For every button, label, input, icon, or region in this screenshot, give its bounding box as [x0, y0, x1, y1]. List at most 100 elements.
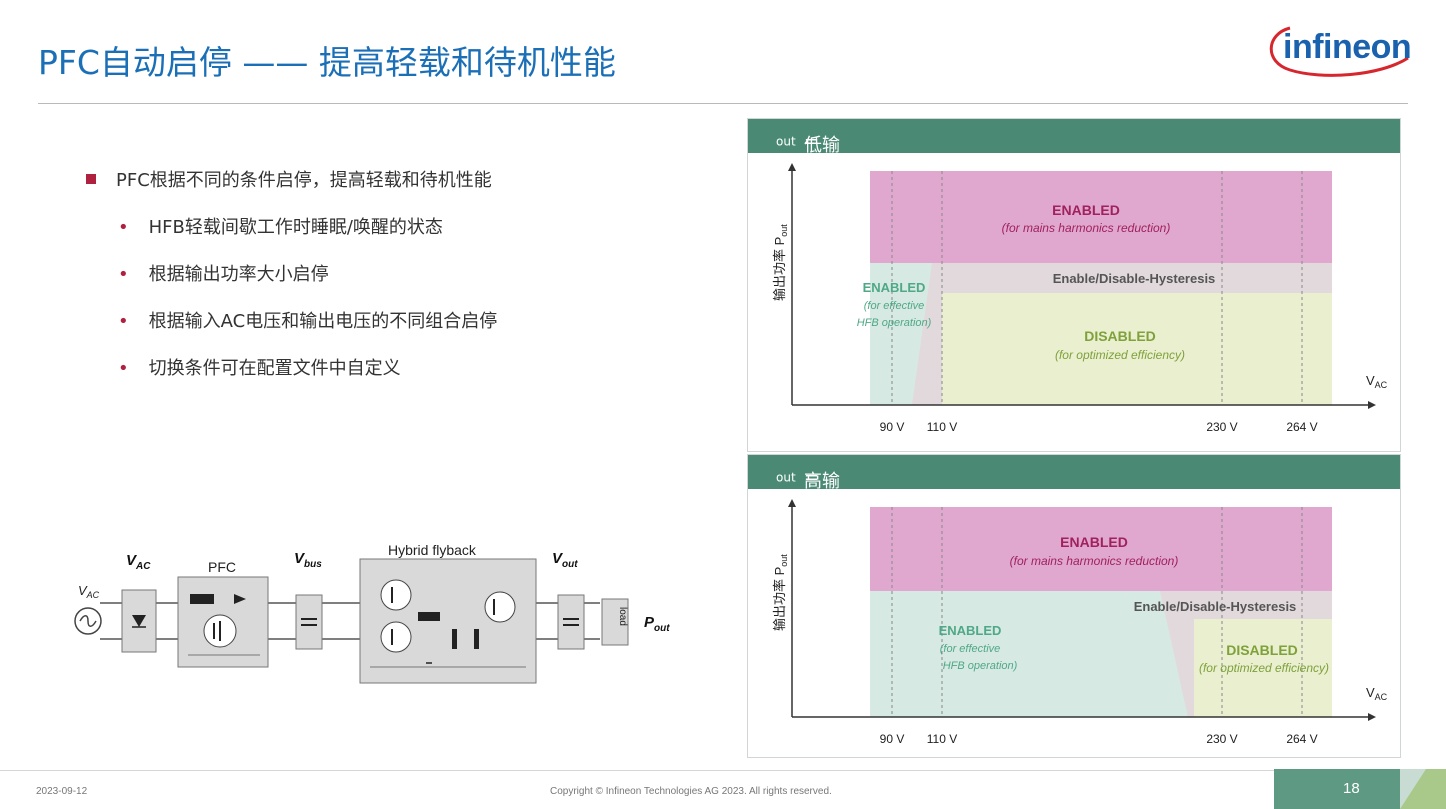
chart-header-prefix: 高输出电压时 (如：V — [804, 471, 848, 592]
hybrid-flyback-label: Hybrid flyback — [388, 542, 477, 558]
page-title: PFC自动启停 —— 提高轻载和待机性能 — [38, 43, 616, 82]
tick-label: 90 V — [880, 420, 905, 434]
region-hysteresis-slope — [912, 263, 942, 405]
chart-header-suffix: = 28.0 V) — [804, 467, 845, 530]
hybrid-flyback-block — [359, 558, 537, 684]
chart-panel-low-vout: 低输出电压时(如：V out = 5.0 V) ENABLED (for main… — [747, 118, 1401, 452]
page-number: 18 — [1343, 780, 1360, 797]
v-bus-label: V — [294, 550, 306, 567]
label-enabled-left-note2: HFB operation) — [943, 660, 1018, 672]
title-divider — [38, 103, 1408, 104]
label-enabled-left-note2: HFB operation) — [857, 317, 932, 329]
bullet-sub-text: HFB轻载间歇工作时睡眠/唤醒的状态 — [148, 217, 443, 238]
tick-label: 110 V — [927, 732, 957, 746]
y-axis-label: 输出功率 P — [772, 237, 787, 301]
y-axis-sub: out — [779, 224, 789, 237]
v-out-label: V — [552, 550, 564, 567]
footer-divider — [0, 770, 1446, 771]
footer-corner-shape — [1274, 769, 1446, 809]
system-block-diagram: VAC VAC PFC Vbus Hybrid flyback Vout loa… — [74, 542, 670, 684]
v-ac-sub: AC — [135, 561, 151, 572]
label-hysteresis: Enable/Disable-Hysteresis — [1053, 271, 1216, 286]
label-enabled-top-note: (for mains harmonics reduction) — [1002, 221, 1171, 235]
label-disabled: DISABLED — [1226, 642, 1298, 658]
region-hysteresis — [942, 263, 1332, 293]
svg-text:VAC: VAC — [1366, 685, 1388, 702]
tick-label: 264 V — [1286, 732, 1317, 746]
bullet-main: PFC根据不同的条件启停，提高轻载和待机性能 — [86, 166, 492, 192]
y-axis-sub: out — [779, 554, 789, 567]
ac-source — [74, 607, 102, 635]
svg-text:Pout: Pout — [644, 614, 670, 634]
y-axis-label: 输出功率 P — [772, 567, 787, 631]
svg-text:VAC: VAC — [1366, 373, 1388, 390]
load-label: load — [617, 607, 628, 626]
v-ac-label: V — [126, 552, 138, 569]
region-enabled-hfb — [870, 591, 1194, 717]
svg-text:Vbus: Vbus — [294, 550, 322, 570]
label-enabled-left-note1: (for effective — [864, 300, 925, 312]
label-enabled-top-note: (for mains harmonics reduction) — [1010, 554, 1179, 568]
dot-icon: • — [118, 264, 129, 285]
footer-copyright: Copyright © Infineon Technologies AG 202… — [550, 786, 832, 797]
chart-header-prefix: 低输出电压时(如：V — [804, 135, 848, 256]
region-hysteresis-slope — [1160, 591, 1194, 717]
infineon-logo — [1269, 26, 1409, 77]
chart-panel-high-vout: 高输出电压时 (如：V out = 28.0 V) ENABLED (for ma… — [747, 454, 1401, 758]
chart-header-suffix: = 5.0 V) — [804, 131, 833, 194]
svg-text:输出功率 Pout: 输出功率 Pout — [772, 224, 789, 301]
vac-src-label: V — [78, 583, 88, 598]
pout-sub: out — [654, 623, 670, 634]
pout-label: P — [644, 614, 655, 631]
output-capacitor — [557, 594, 585, 650]
region-disabled — [1194, 619, 1332, 717]
label-enabled-top: ENABLED — [1052, 202, 1120, 218]
label-enabled-top: ENABLED — [1060, 534, 1128, 550]
svg-text:VAC: VAC — [126, 552, 151, 572]
dot-icon: • — [118, 217, 129, 238]
label-enabled-left: ENABLED — [863, 280, 926, 295]
region-enabled-harmonics — [870, 507, 1332, 591]
bullet-sub: • 切换条件可在配置文件中自定义 — [118, 354, 401, 380]
logo-text: infineon — [1283, 28, 1412, 66]
region-hysteresis — [1168, 591, 1332, 619]
tick-label: 230 V — [1206, 732, 1237, 746]
tick-label: 90 V — [880, 732, 905, 746]
label-disabled-note: (for optimized efficiency) — [1055, 348, 1185, 362]
bullet-sub: • HFB轻载间歇工作时睡眠/唤醒的状态 — [118, 213, 443, 239]
chart-header-sub: out — [776, 470, 796, 485]
svg-text:Vout: Vout — [552, 550, 578, 570]
bullet-sub-text: 根据输入AC电压和输出电压的不同组合启停 — [148, 311, 498, 332]
bullet-sub: • 根据输出功率大小启停 — [118, 260, 329, 286]
bullet-main-text: PFC根据不同的条件启停，提高轻载和待机性能 — [116, 170, 492, 191]
tick-label: 110 V — [927, 420, 957, 434]
chart-header: 高输出电压时 (如：V out = 28.0 V) — [748, 455, 1400, 592]
label-hysteresis: Enable/Disable-Hysteresis — [1134, 599, 1297, 614]
dot-icon: • — [118, 358, 129, 379]
v-bus-sub: bus — [304, 559, 322, 570]
region-enabled-harmonics — [870, 171, 1332, 263]
v-out-sub: out — [562, 559, 578, 570]
dot-icon: • — [118, 311, 129, 332]
label-disabled: DISABLED — [1084, 328, 1156, 344]
x-axis-label: V — [1366, 373, 1375, 388]
x-axis-sub: AC — [1375, 380, 1388, 390]
x-axis-sub: AC — [1375, 692, 1388, 702]
bullet-sub-text: 根据输出功率大小启停 — [148, 264, 329, 285]
load-block — [601, 598, 629, 646]
label-disabled-note: (for optimized efficiency) — [1199, 661, 1329, 675]
footer-date: 2023-09-12 — [36, 786, 88, 797]
bullet-sub: • 根据输入AC电压和输出电压的不同组合启停 — [118, 307, 497, 333]
x-axis-label: V — [1366, 685, 1375, 700]
square-bullet-icon — [86, 174, 96, 184]
label-enabled-left: ENABLED — [939, 623, 1002, 638]
tick-label: 230 V — [1206, 420, 1237, 434]
region-disabled — [942, 293, 1332, 405]
vac-src-sub: AC — [86, 590, 100, 600]
bus-capacitor — [295, 594, 323, 650]
chart-header-sub: out — [776, 134, 796, 149]
bullet-sub-text: 切换条件可在配置文件中自定义 — [148, 358, 401, 379]
tick-label: 264 V — [1286, 420, 1317, 434]
svg-text:输出功率 Pout: 输出功率 Pout — [772, 554, 789, 631]
svg-text:VAC: VAC — [78, 583, 100, 600]
